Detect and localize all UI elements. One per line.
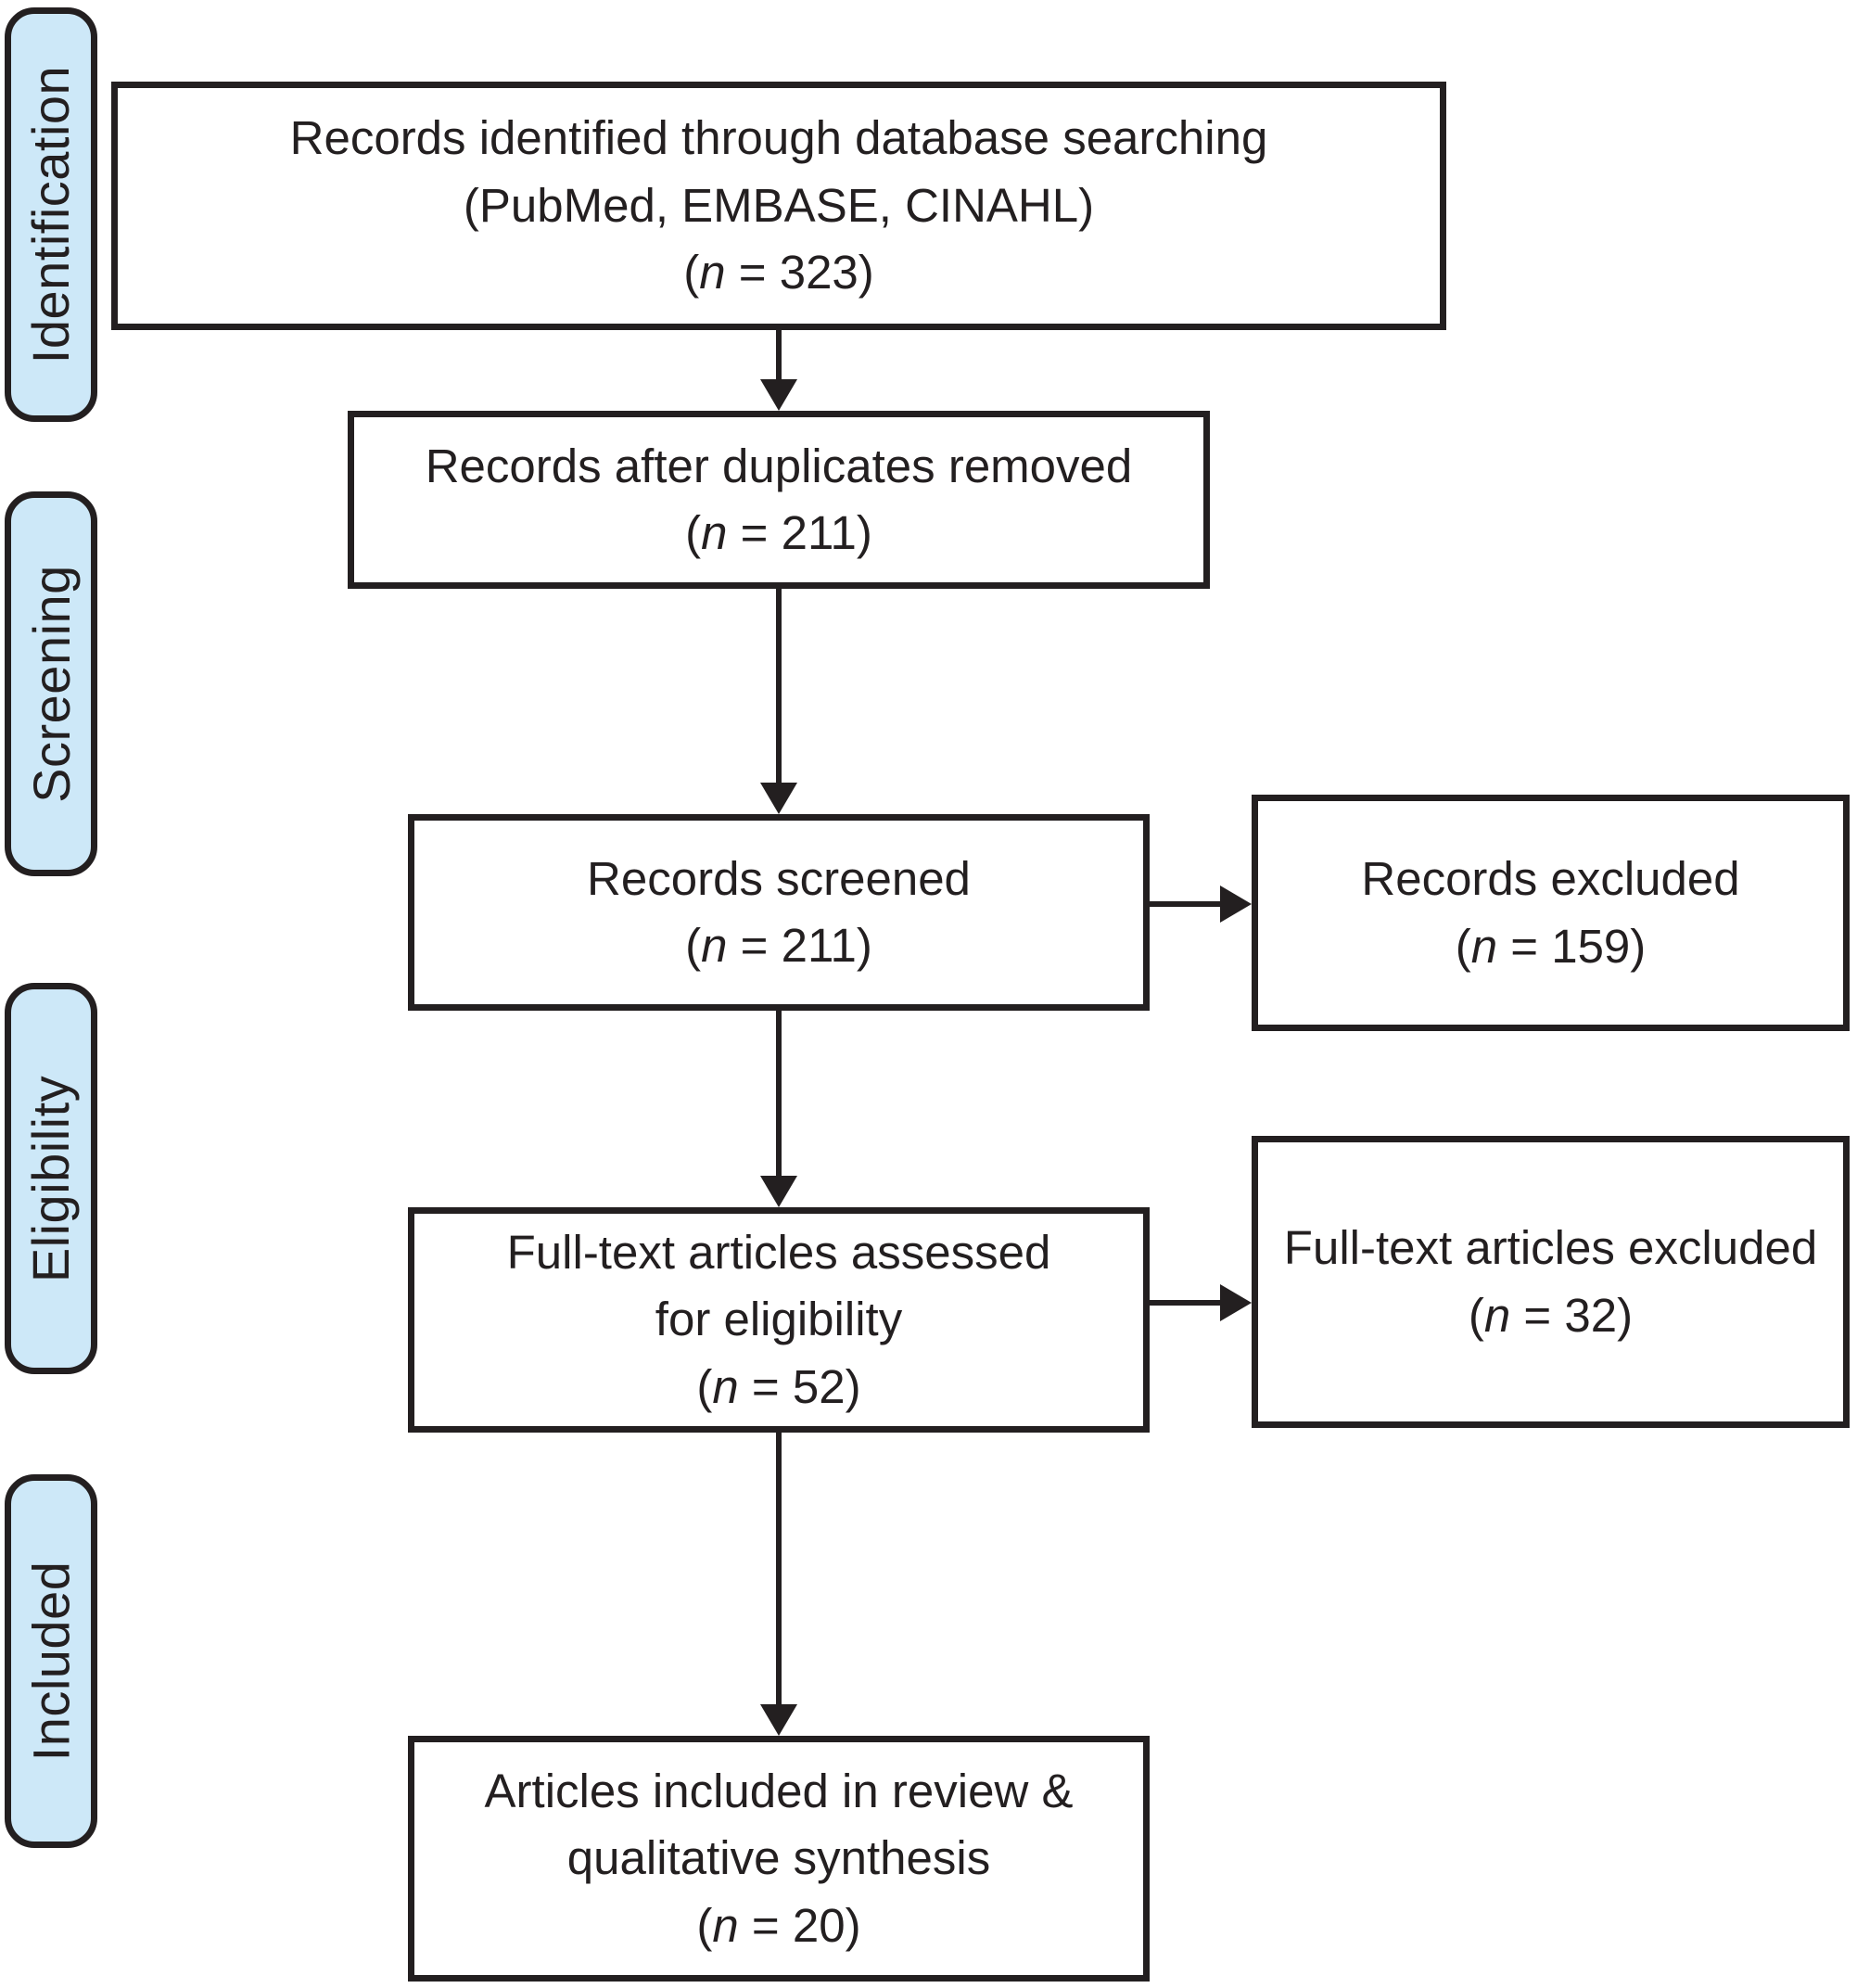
box-fulltext-assessed-line1: Full-text articles assessed [506,1225,1051,1279]
stage-label-included-text: Included [21,1561,81,1762]
stage-label-eligibility: Eligibility [5,983,97,1374]
arrow-fulltext-to-fulltext-excluded [1150,1300,1220,1306]
box-fulltext-assessed-count: (n = 52) [696,1359,861,1413]
box-records-screened-count: (n = 211) [685,919,872,972]
box-fulltext-excluded-line1: Full-text articles excluded [1283,1221,1818,1275]
box-records-screened-line1: Records screened [587,851,971,905]
arrow-fulltext-to-included [776,1433,782,1704]
box-records-identified-count: (n = 323) [683,246,874,299]
box-records-excluded-line1: Records excluded [1361,852,1740,906]
box-records-identified-line2: (PubMed, EMBASE, CINAHL) [463,178,1095,232]
stage-label-identification: Identification [5,7,97,422]
stage-label-included: Included [5,1474,97,1848]
stage-label-eligibility-text: Eligibility [21,1075,81,1282]
stage-label-identification-text: Identification [21,65,81,364]
box-fulltext-assessed-line2: for eligibility [655,1293,903,1346]
arrow-screened-to-records-excluded [1150,901,1220,907]
box-articles-included-line2: qualitative synthesis [566,1831,991,1885]
box-fulltext-assessed: Full-text articles assessed for eligibil… [408,1207,1150,1433]
box-articles-included-line1: Articles included in review & [484,1764,1074,1817]
arrow-deduplicated-to-screened [776,589,782,783]
box-articles-included: Articles included in review & qualitativ… [408,1736,1150,1982]
box-duplicates-removed-count: (n = 211) [685,506,872,559]
box-fulltext-excluded-count: (n = 32) [1468,1288,1634,1342]
box-records-excluded-count: (n = 159) [1455,919,1647,973]
stage-label-screening: Screening [5,491,97,876]
box-articles-included-count: (n = 20) [696,1898,861,1952]
arrow-identified-to-deduplicated [776,330,782,379]
box-records-excluded: Records excluded (n = 159) [1252,795,1850,1031]
box-records-identified-line1: Records identified through database sear… [289,111,1268,165]
box-duplicates-removed-line1: Records after duplicates removed [425,439,1133,492]
box-records-screened: Records screened (n = 211) [408,814,1150,1011]
box-fulltext-excluded: Full-text articles excluded (n = 32) [1252,1136,1850,1428]
stage-label-screening-text: Screening [21,565,81,803]
arrow-screened-to-fulltext [776,1011,782,1176]
box-duplicates-removed: Records after duplicates removed (n = 21… [348,411,1210,589]
box-records-identified: Records identified through database sear… [111,82,1446,330]
